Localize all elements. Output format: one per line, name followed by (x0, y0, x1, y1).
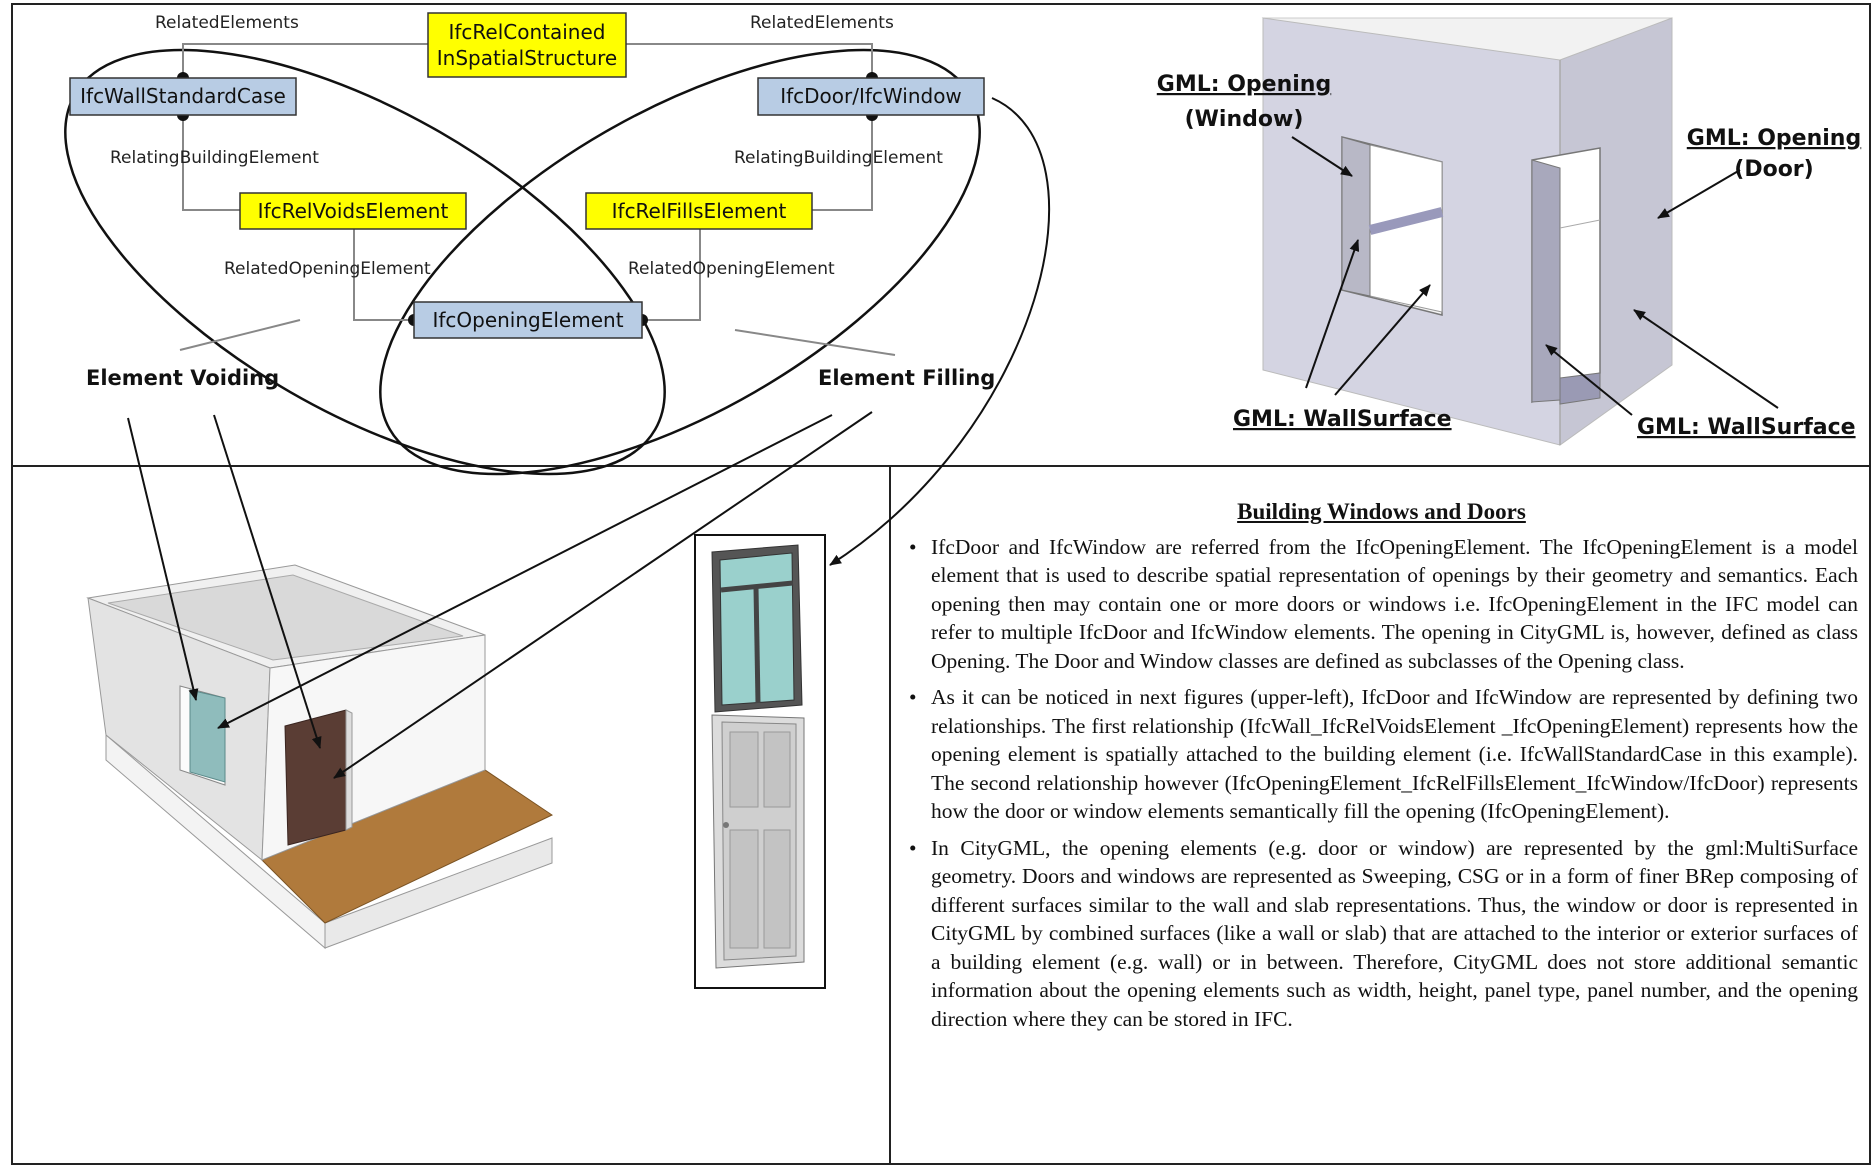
ifc-rel-contained-box (427, 12, 627, 78)
ifc-rel-contained-line1: IfcRelContained (448, 20, 605, 44)
ifc-diagram: IfcRelContained InSpatialStructure IfcRe… (64, 12, 995, 476)
gml-opening-window-line1: GML: Opening (1157, 72, 1331, 97)
gml-wallsurface-right-label: GML: WallSurface (1637, 415, 1856, 440)
ifc-rel-contained-line2: InSpatialStructure (437, 46, 617, 70)
window-reveal (1341, 136, 1371, 297)
text-panel: Building Windows and Doors IfcDoor and I… (905, 498, 1858, 1138)
role-relating-building-right: RelatingBuildingElement (734, 148, 943, 168)
door-product-image (711, 714, 805, 969)
gml-wallsurface-left-label: GML: WallSurface (1233, 407, 1452, 432)
slab-side (324, 837, 553, 949)
ifc-rel-voids-label: IfcRelVoidsElement (258, 199, 449, 223)
ifc-wall-standard-case-box (69, 77, 297, 116)
element-filling-label: Element Filling (818, 366, 995, 390)
role-related-opening-left: RelatedOpeningElement (224, 259, 431, 279)
ifc-door-window-box (757, 77, 985, 116)
bullet-item: As it can be noticed in next figures (up… (905, 683, 1858, 826)
role-related-elements-left: RelatedElements (155, 13, 299, 33)
element-voiding-label: Element Voiding (86, 366, 279, 390)
gml-wall-illustration: GML: Opening (Window) GML: Opening (Door… (1157, 17, 1861, 446)
ifc-door-window-label: IfcDoor/IfcWindow (780, 84, 962, 108)
outer-frame (11, 3, 1871, 1165)
building-interior (107, 574, 464, 661)
role-related-elements-right: RelatedElements (750, 13, 894, 33)
linking-arrows (127, 97, 1050, 779)
bullet-item: In CityGML, the opening elements (e.g. d… (905, 834, 1858, 1034)
building-window-glass (189, 689, 226, 783)
gml-opening-window-line2: (Window) (1185, 107, 1304, 132)
ifc-rel-fills-label: IfcRelFillsElement (612, 199, 787, 223)
role-related-opening-right: RelatedOpeningElement (628, 259, 835, 279)
text-panel-bullets: IfcDoor and IfcWindow are referred from … (905, 533, 1858, 1034)
text-panel-title: Building Windows and Doors (1237, 499, 1526, 524)
ifc-wall-standard-case-label: IfcWallStandardCase (80, 84, 286, 108)
bullet-item: IfcDoor and IfcWindow are referred from … (905, 533, 1858, 676)
ifc-rel-voids-box (239, 192, 467, 230)
building-model (86, 564, 554, 950)
connector-lines (179, 43, 896, 356)
role-relating-building-left: RelatingBuildingElement (110, 148, 319, 168)
ifc-opening-element-label: IfcOpeningElement (432, 308, 623, 332)
ifc-opening-element-box (413, 301, 643, 339)
window-product-image (711, 544, 803, 713)
ifc-rel-fills-box (585, 192, 813, 230)
gml-opening-door-line1: GML: Opening (1687, 126, 1861, 151)
gml-opening-door-line2: (Door) (1734, 157, 1813, 182)
door-reveal (1531, 159, 1561, 403)
building-door (284, 709, 347, 846)
